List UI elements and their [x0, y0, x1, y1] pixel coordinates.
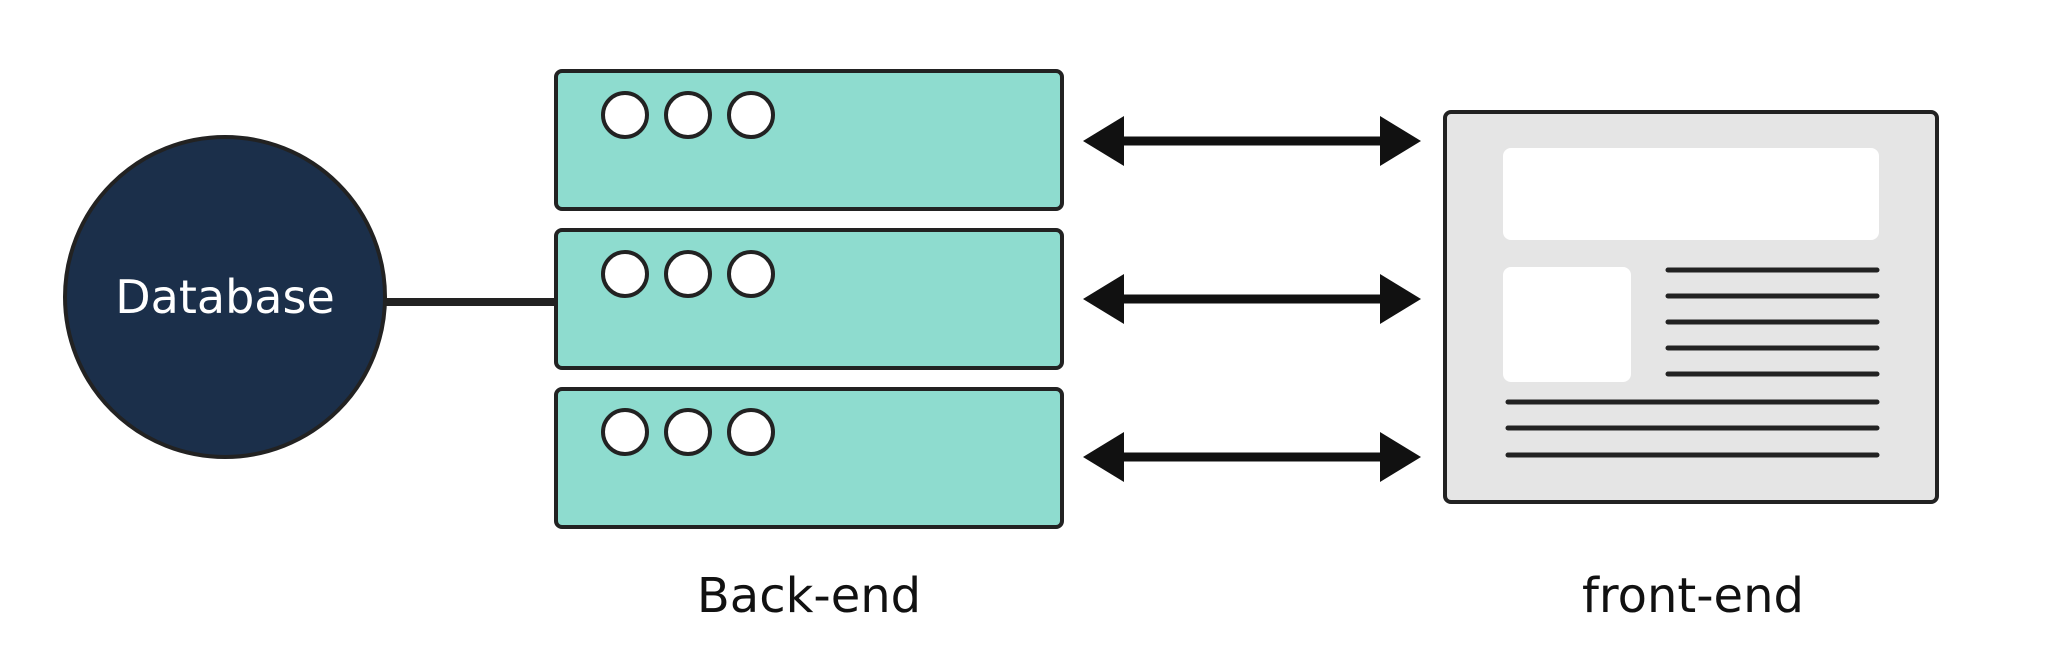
arrow-left-head-icon: [1083, 274, 1124, 324]
backend-caption: Back-end: [697, 568, 921, 624]
arrow-left-head-icon: [1083, 432, 1124, 482]
database-circle: [63, 135, 387, 459]
server-unit: [554, 69, 1064, 211]
arrow-right-head-icon: [1380, 116, 1421, 166]
database-node: Database: [63, 135, 387, 459]
server-led-icon: [601, 250, 649, 298]
bidirectional-arrow: [1083, 432, 1421, 482]
server-led-icon: [664, 408, 712, 456]
arrow-right-head-icon: [1380, 274, 1421, 324]
server-box: [554, 69, 1064, 211]
server-led-icon: [664, 91, 712, 139]
frontend-caption: front-end: [1582, 568, 1804, 624]
backend-server-stack: [554, 69, 1064, 529]
server-unit: [554, 228, 1064, 370]
frontend-page: [1443, 110, 1939, 504]
server-box: [554, 228, 1064, 370]
server-led-icon: [727, 408, 775, 456]
server-unit: [554, 387, 1064, 529]
server-led-icon: [664, 250, 712, 298]
arrow-right-head-icon: [1380, 432, 1421, 482]
database-label: Database: [115, 270, 335, 324]
page-header-block: [1503, 148, 1879, 240]
server-led-icon: [601, 91, 649, 139]
bidirectional-arrow: [1083, 274, 1421, 324]
server-led-icon: [727, 250, 775, 298]
bidirectional-arrow: [1083, 116, 1421, 166]
arrow-left-head-icon: [1083, 116, 1124, 166]
server-led-icon: [601, 408, 649, 456]
server-led-icon: [727, 91, 775, 139]
page-image-block: [1503, 267, 1631, 382]
